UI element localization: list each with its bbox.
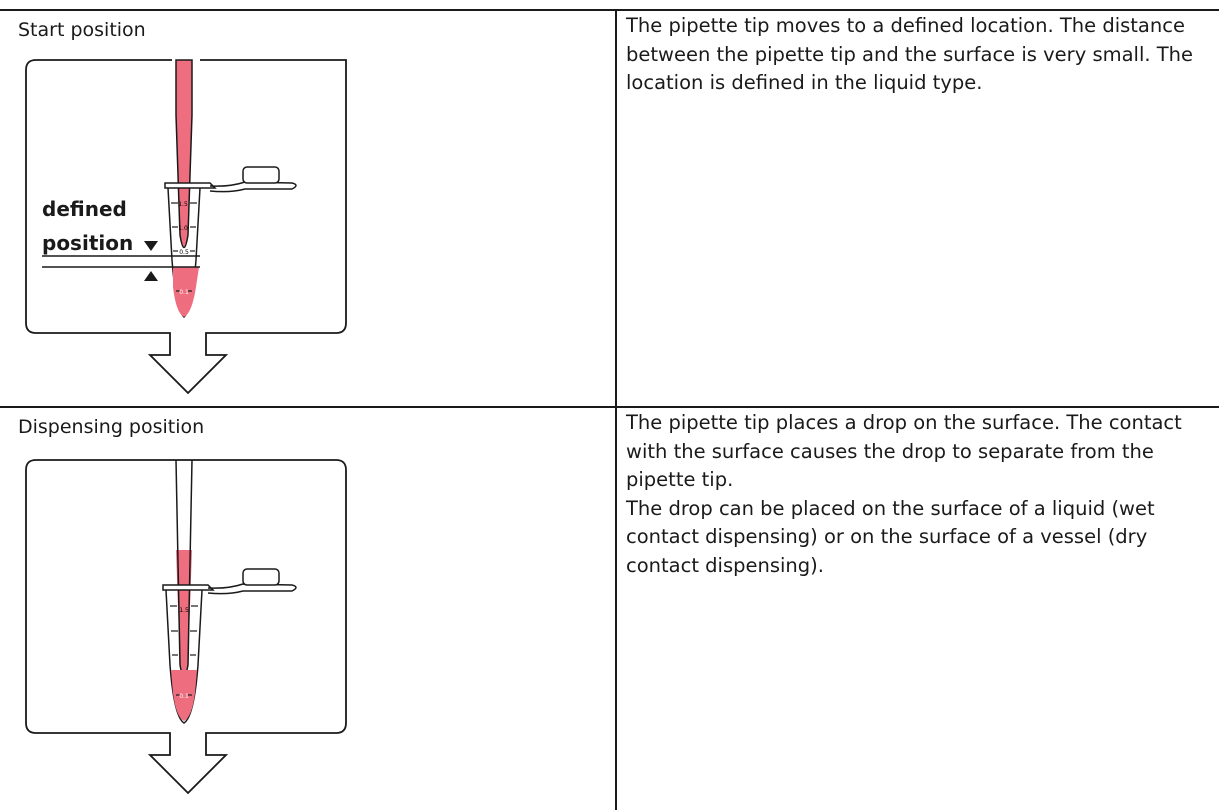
- start-position-figure: 1.5 1.0 0.5 0.1: [25, 59, 347, 395]
- defined-position-annotation: defined position: [42, 192, 133, 260]
- tube-mark-label: 0.1: [179, 289, 189, 296]
- tube-liquid: [171, 670, 197, 721]
- tube-body: [165, 589, 203, 724]
- annotation-line: position: [42, 231, 134, 255]
- up-arrow-icon: [144, 271, 158, 281]
- pipette-tip: [175, 59, 193, 249]
- column-divider: [615, 9, 617, 810]
- table-top-border: [0, 9, 1219, 11]
- tube-hinge: [209, 181, 297, 193]
- tube-cap: [242, 166, 280, 184]
- tube-mark-label: 1.5: [179, 607, 189, 614]
- tube-mark-label: 0.5: [179, 249, 189, 256]
- row-title-dispensing-position: Dispensing position: [18, 416, 205, 438]
- tube-hinge: [207, 583, 297, 595]
- description-paragraph: The pipette tip places a drop on the sur…: [626, 411, 1182, 491]
- row-description-start-position: The pipette tip moves to a defined locat…: [626, 12, 1211, 98]
- row-divider: [0, 406, 1219, 408]
- frame-outline: [25, 459, 347, 795]
- tube-liquid: [173, 267, 199, 317]
- tube-mark-label: 0.1: [179, 693, 189, 700]
- down-arrow-icon: [144, 241, 158, 251]
- frame-outline: [25, 59, 347, 395]
- tube-mark-label: 1.5: [178, 201, 188, 208]
- dispensing-position-figure: 1.5 0.1: [25, 459, 347, 795]
- row-title-start-position: Start position: [18, 19, 146, 41]
- tube-cap: [242, 568, 280, 586]
- description-paragraph: The drop can be placed on the surface of…: [626, 496, 1155, 577]
- description-paragraph: The pipette tip moves to a defined locat…: [626, 14, 1194, 94]
- annotation-line: defined: [42, 197, 127, 221]
- row-description-dispensing-position: The pipette tip places a drop on the sur…: [626, 409, 1211, 580]
- tube-mark-label: 1.0: [178, 225, 188, 232]
